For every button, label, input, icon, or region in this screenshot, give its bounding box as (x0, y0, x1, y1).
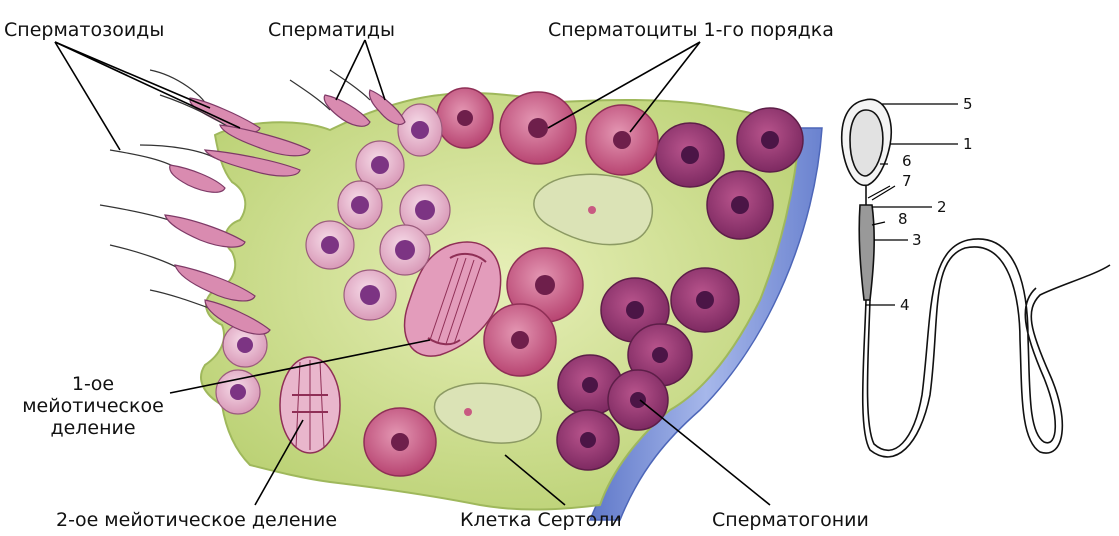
label-spermatids: Сперматиды (268, 19, 395, 41)
label-meiosis-1-line1: 1-ое (71, 373, 115, 395)
spermatozoon (149, 289, 271, 335)
spermatozoon (159, 94, 311, 157)
part-number-3: 3 (912, 231, 922, 249)
sertoli-nucleus (433, 382, 542, 444)
tail-principal (861, 246, 1111, 458)
part-number-8: 8 (898, 210, 908, 228)
spermatozoon (149, 69, 261, 133)
sertoli-nucleolus (588, 206, 596, 214)
label-spermatogonia: Сперматогонии (712, 509, 869, 531)
label-meiosis-1: 1-ое мейотическое деление (18, 373, 168, 440)
part-number-1: 1 (963, 135, 973, 153)
meiosis-2-cell (279, 356, 341, 454)
spermatozoon-schematic (840, 98, 1111, 458)
spermatozoon (329, 69, 406, 125)
part-number-5: 5 (963, 95, 973, 113)
part-number-4: 4 (900, 296, 910, 314)
part-number-6: 6 (902, 152, 912, 170)
spermatozoon (99, 204, 246, 248)
spermatid-cells (215, 103, 451, 415)
head-nucleus (849, 109, 884, 177)
schematic-leader-lines (866, 103, 958, 306)
spermatozoon (139, 144, 301, 177)
spermatozoon (109, 149, 226, 193)
label-spermatocytes: Сперматоциты 1-го порядка (548, 19, 834, 41)
spermatozoon (289, 79, 371, 127)
leader-lines (54, 39, 771, 506)
label-meiosis-1-line2: мейотическое (22, 394, 164, 417)
sertoli-nucleolus (464, 408, 472, 416)
spermatozoa-cells (99, 69, 406, 335)
label-sertoli: Клетка Сертоли (460, 509, 622, 531)
spermatocyte-cells (363, 87, 659, 477)
midpiece (858, 204, 875, 301)
label-meiosis-1-line3: деление (50, 416, 136, 439)
label-meiosis-2: 2-ое мейотическое деление (56, 509, 338, 531)
part-number-7: 7 (902, 172, 912, 190)
label-spermatozoa: Сперматозоиды (4, 19, 165, 41)
spermatogonia-cells (556, 107, 804, 471)
spermatozoon (109, 244, 256, 302)
meiosis-1-cell (403, 241, 502, 357)
part-number-2: 2 (937, 198, 947, 216)
